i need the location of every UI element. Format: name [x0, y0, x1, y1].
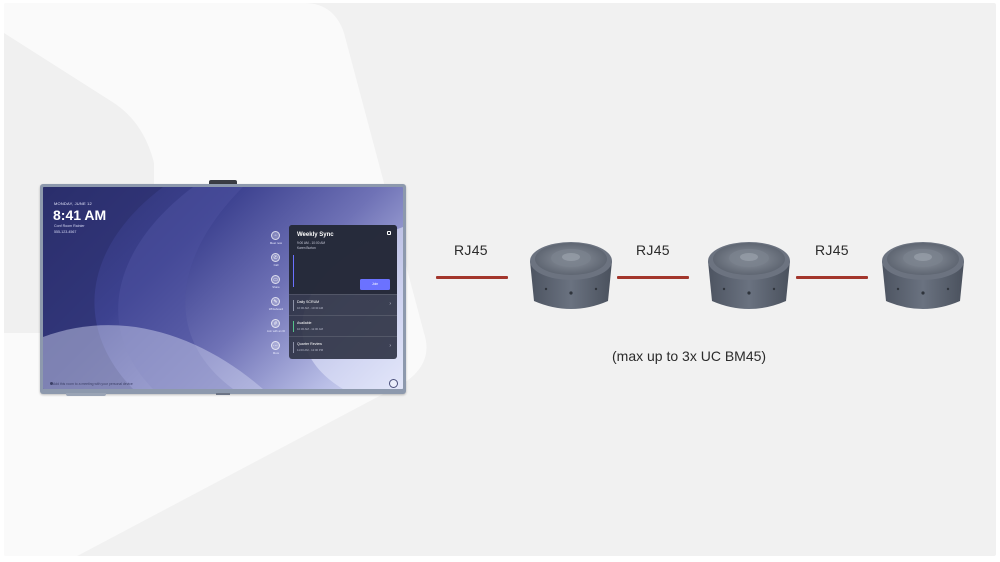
- pin-icon[interactable]: [387, 231, 391, 235]
- chevron-right-icon: ›: [389, 343, 391, 349]
- whiteboard-icon: ✎: [271, 297, 280, 306]
- screen-phone: 555-123-4567: [54, 230, 77, 234]
- call-button[interactable]: ✆ Call: [268, 253, 284, 275]
- capacity-note: (max up to 3x UC BM45): [612, 348, 767, 364]
- chevron-right-icon: ›: [389, 301, 391, 307]
- meeting-organizer: Karen Burton: [297, 246, 316, 250]
- join-button[interactable]: Join: [360, 279, 390, 290]
- upcoming-meeting-row[interactable]: Quarter Review 11:00 AM - 12:00 PM ›: [289, 336, 397, 357]
- display-logo: [216, 393, 230, 395]
- display-foot: [66, 393, 106, 396]
- rj45-cable-1: [436, 276, 508, 279]
- meeting-accent-bar: [293, 255, 294, 287]
- meeting-display: MONDAY, JUNE 12 8:41 AM Conf Room Rainie…: [40, 180, 406, 396]
- share-button[interactable]: ▭ Share: [271, 275, 280, 289]
- settings-icon[interactable]: [389, 379, 398, 388]
- join-with-id-button[interactable]: # Join with an ID: [266, 319, 286, 333]
- camera-icon: [209, 180, 237, 185]
- more-button[interactable]: ⋯ More: [271, 341, 280, 355]
- call-icon: ✆: [271, 253, 280, 262]
- display-bezel: MONDAY, JUNE 12 8:41 AM Conf Room Rainie…: [40, 184, 406, 394]
- meeting-panel: Weekly Sync 9:00 AM - 10:00 AM Karen Bur…: [289, 225, 397, 359]
- screen-room-name: Conf Room Rainier: [54, 224, 85, 228]
- more-icon: ⋯: [271, 341, 280, 350]
- rj45-label-1: RJ45: [454, 242, 488, 258]
- upcoming-meeting-row[interactable]: Available 10:30 AM - 11:00 AM: [289, 315, 397, 336]
- screen-clock: 8:41 AM: [53, 207, 107, 223]
- join-with-id-icon: #: [271, 319, 280, 328]
- meeting-title: Weekly Sync: [297, 232, 334, 238]
- meet-now-button[interactable]: ▫ Meet now: [269, 231, 283, 245]
- rj45-cable-3: [796, 276, 868, 279]
- meet-now-icon: ▫: [271, 231, 280, 240]
- device-icon: [50, 382, 53, 385]
- upcoming-meeting-row[interactable]: Daily SCRUM 10:00 AM - 10:30 AM ›: [289, 294, 397, 315]
- display-screen: MONDAY, JUNE 12 8:41 AM Conf Room Rainie…: [43, 187, 403, 389]
- rj45-label-2: RJ45: [636, 242, 670, 258]
- speakerphone-icon: [526, 235, 616, 315]
- meeting-time: 9:00 AM - 10:00 AM: [297, 241, 325, 245]
- add-room-hint: Add this room to a meeting with your per…: [53, 382, 133, 386]
- rj45-label-3: RJ45: [815, 242, 849, 258]
- speakerphone-icon: [704, 235, 794, 315]
- action-rail: ▫ Meet now ✆ Call ▭ Share ✎ Whiteboard #: [266, 231, 286, 363]
- current-meeting: Weekly Sync 9:00 AM - 10:00 AM Karen Bur…: [289, 225, 397, 294]
- share-icon: ▭: [271, 275, 280, 284]
- screen-date: MONDAY, JUNE 12: [54, 201, 92, 206]
- speakerphone-icon: [878, 235, 968, 315]
- rj45-cable-2: [617, 276, 689, 279]
- whiteboard-button[interactable]: ✎ Whiteboard: [268, 297, 284, 311]
